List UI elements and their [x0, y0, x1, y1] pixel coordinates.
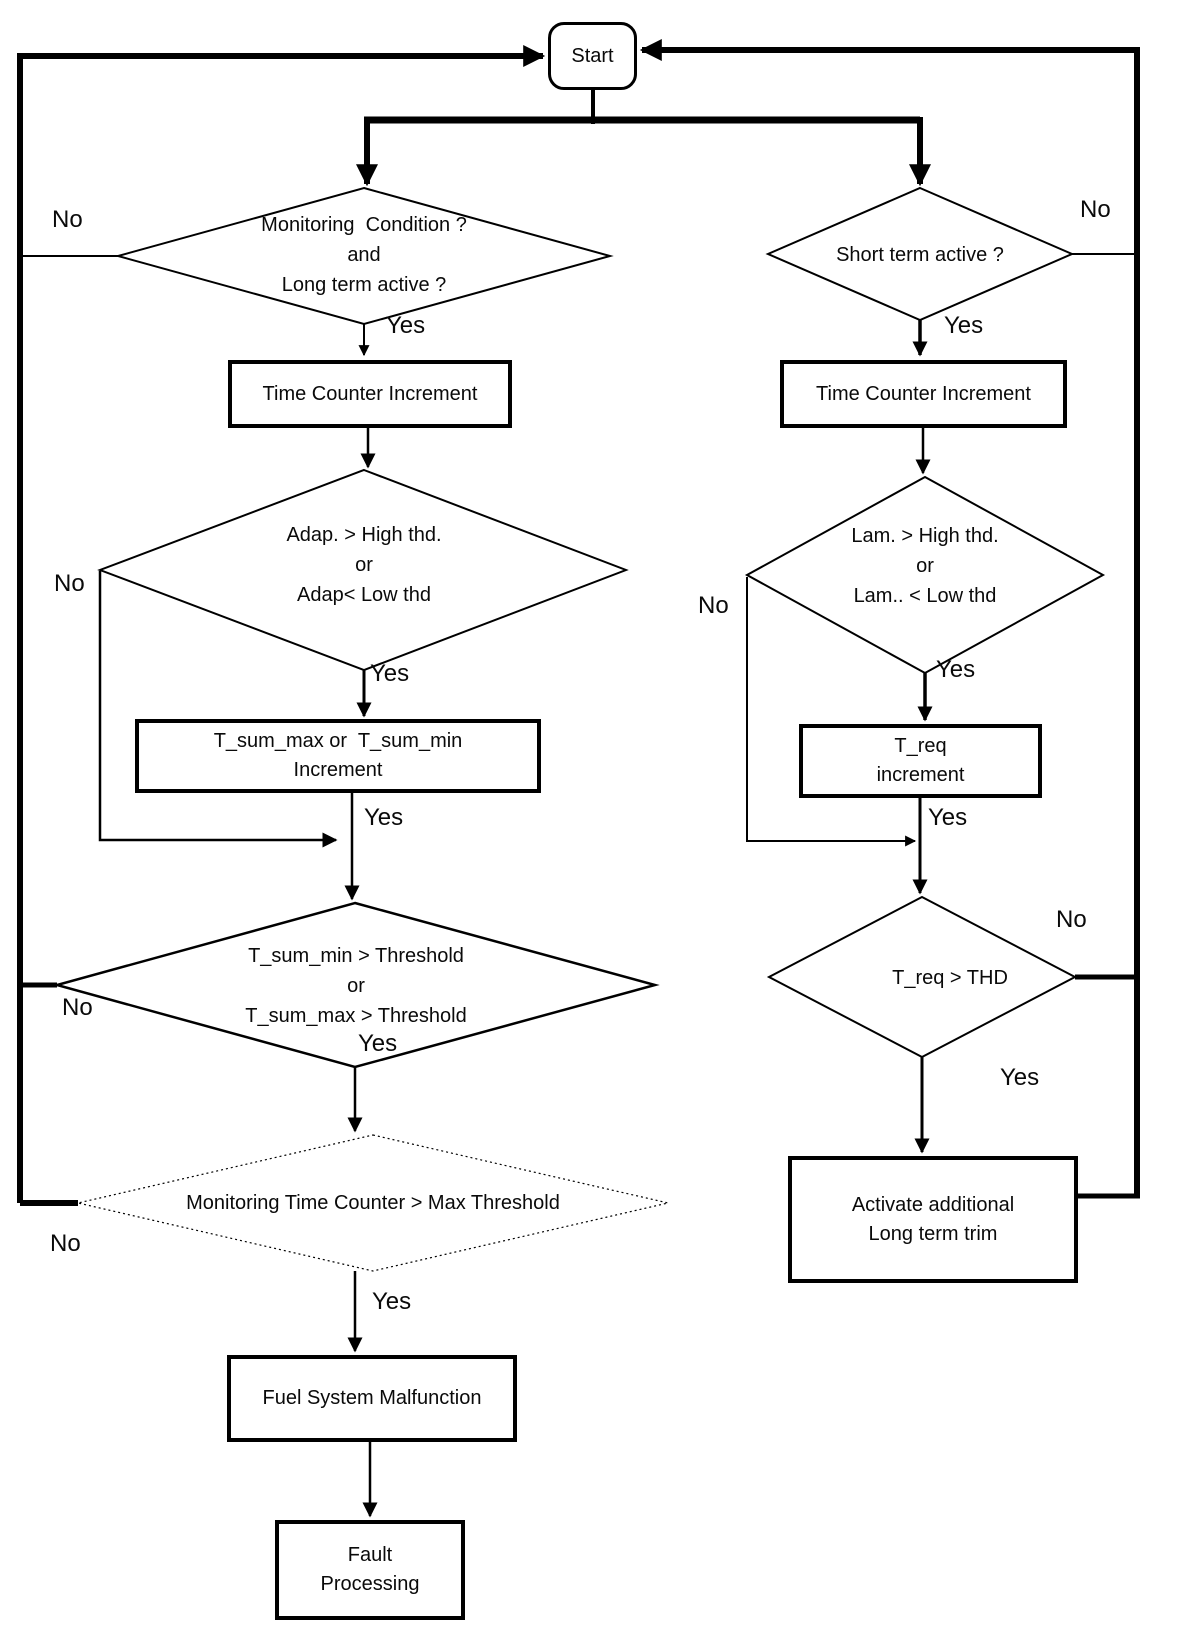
label-no-lcond3: No: [62, 994, 93, 1021]
node-label: Fault Processing: [320, 1544, 420, 1595]
node-activate-long-term-trim: Activate additional Long term trim: [788, 1156, 1078, 1283]
label-no-lcond4: No: [50, 1230, 81, 1257]
diamond-text-adap-threshold: Adap. > High thd. or Adap< Low thd: [286, 524, 442, 606]
node-tsum-increment: T_sum_max or T_sum_min Increment: [135, 719, 541, 793]
label-yes-lbox2: Yes: [364, 804, 404, 831]
diamond-text-short-term-active: Short term active ?: [836, 244, 1004, 266]
label-yes-lcond2: Yes: [370, 660, 410, 687]
label-no-rcond2: No: [698, 592, 729, 619]
edge-left-return: [17, 45, 546, 1203]
node-right-time-counter-increment: Time Counter Increment: [780, 360, 1067, 428]
node-start: Start: [548, 22, 637, 90]
node-fault-processing: Fault Processing: [275, 1520, 465, 1620]
edge-rcond2-no-bypass: [746, 577, 917, 847]
node-treq-increment: T_req increment: [799, 724, 1042, 798]
label-yes-lcond4: Yes: [372, 1288, 412, 1315]
diamond-text-treq-thd: T_req > THD: [892, 967, 1008, 989]
edge-right-return: [639, 39, 1140, 1196]
node-label: Time Counter Increment: [262, 382, 478, 405]
label-yes-rcond1: Yes: [944, 312, 984, 339]
node-label: T_req increment: [876, 735, 965, 786]
diamond-text-monitoring-time-counter: Monitoring Time Counter > Max Threshold: [186, 1192, 560, 1214]
label-yes-rcond2: Yes: [936, 656, 976, 683]
node-left-time-counter-increment: Time Counter Increment: [228, 360, 512, 428]
label-no-rcond1: No: [1080, 196, 1111, 223]
node-start-label: Start: [571, 44, 614, 67]
label-yes-rbox2: Yes: [928, 804, 968, 831]
node-label: Time Counter Increment: [816, 382, 1031, 405]
label-no-rcond3: No: [1056, 906, 1087, 933]
node-label: Fuel System Malfunction: [262, 1387, 482, 1409]
label-no-lcond2: No: [54, 570, 85, 597]
diamond-monitoring-time-counter: [77, 1134, 669, 1272]
label-yes-rcond3: Yes: [1000, 1064, 1040, 1091]
diamond-text-monitoring-condition: Monitoring Condition ? and Long term act…: [261, 214, 467, 296]
node-fuel-system-malfunction: Fuel System Malfunction: [227, 1355, 517, 1442]
node-label: T_sum_max or T_sum_min Increment: [213, 730, 463, 781]
edge-lcond2-no-bypass: [98, 571, 338, 848]
label-yes-lcond1: Yes: [386, 312, 426, 339]
node-label: Activate additional Long term trim: [851, 1193, 1015, 1245]
label-yes-lcond3: Yes: [358, 1030, 398, 1057]
diamond-text-tsum-threshold: T_sum_min > Threshold or T_sum_max > Thr…: [245, 945, 467, 1027]
label-no-lcond1: No: [52, 206, 83, 233]
diamond-text-lam-threshold: Lam. > High thd. or Lam.. < Low thd: [851, 525, 999, 607]
